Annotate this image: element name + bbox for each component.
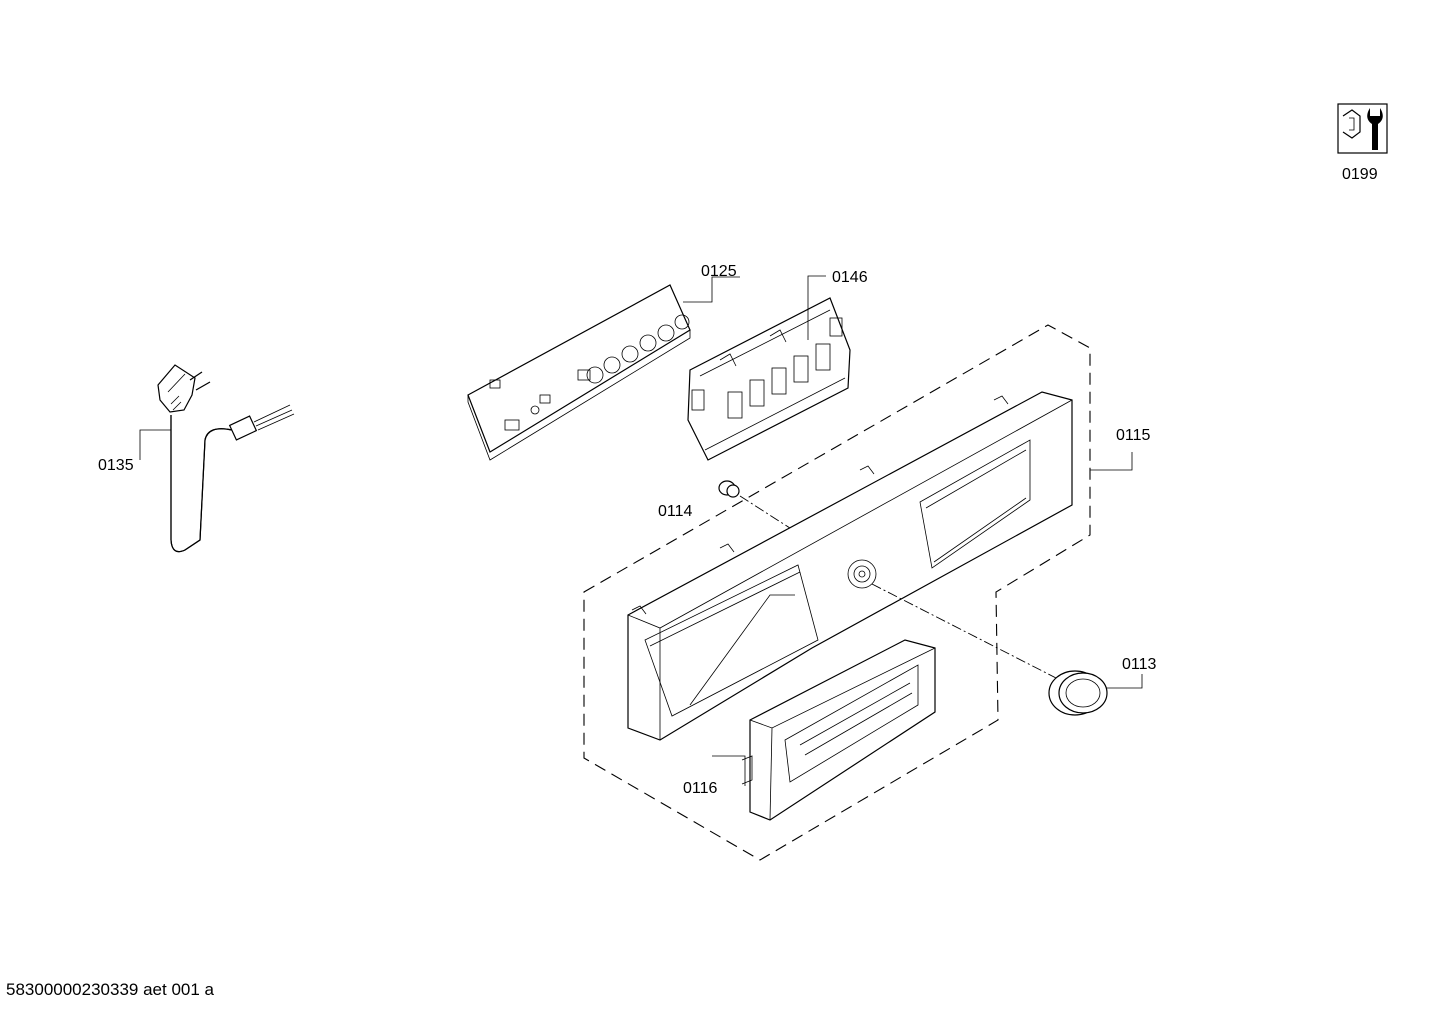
part-label-0115: 0115	[1116, 427, 1151, 444]
leader-0125	[683, 276, 740, 303]
control-panel-fascia	[627, 391, 1073, 741]
document-reference: 58300000230339 aet 001 a	[6, 980, 214, 999]
part-label-0199: 0199	[1342, 166, 1378, 183]
dispenser-drawer-handle	[741, 639, 936, 821]
assembly-boundary-0115	[583, 324, 1091, 861]
control-pcb	[467, 284, 691, 461]
part-label-0146: 0146	[832, 269, 868, 286]
leader-0116	[712, 755, 746, 786]
part-label-0116: 0116	[683, 780, 718, 797]
part-label-0114: 0114	[658, 503, 693, 520]
knob-ring	[1048, 670, 1108, 716]
part-label-0113: 0113	[1122, 656, 1157, 673]
leader-0135	[139, 429, 171, 460]
leader-0113	[1106, 674, 1143, 689]
rotary-knob-small	[718, 480, 740, 498]
leader-0115	[1090, 452, 1133, 471]
button-holder	[687, 297, 851, 461]
part-label-0125: 0125	[701, 263, 737, 280]
power-cord	[157, 364, 295, 553]
axis-0113	[871, 583, 1061, 681]
part-label-0135: 0135	[98, 457, 134, 474]
nut-wrench-icon[interactable]	[1337, 103, 1388, 154]
axis-0114	[739, 495, 861, 574]
leader-0146	[807, 275, 826, 340]
